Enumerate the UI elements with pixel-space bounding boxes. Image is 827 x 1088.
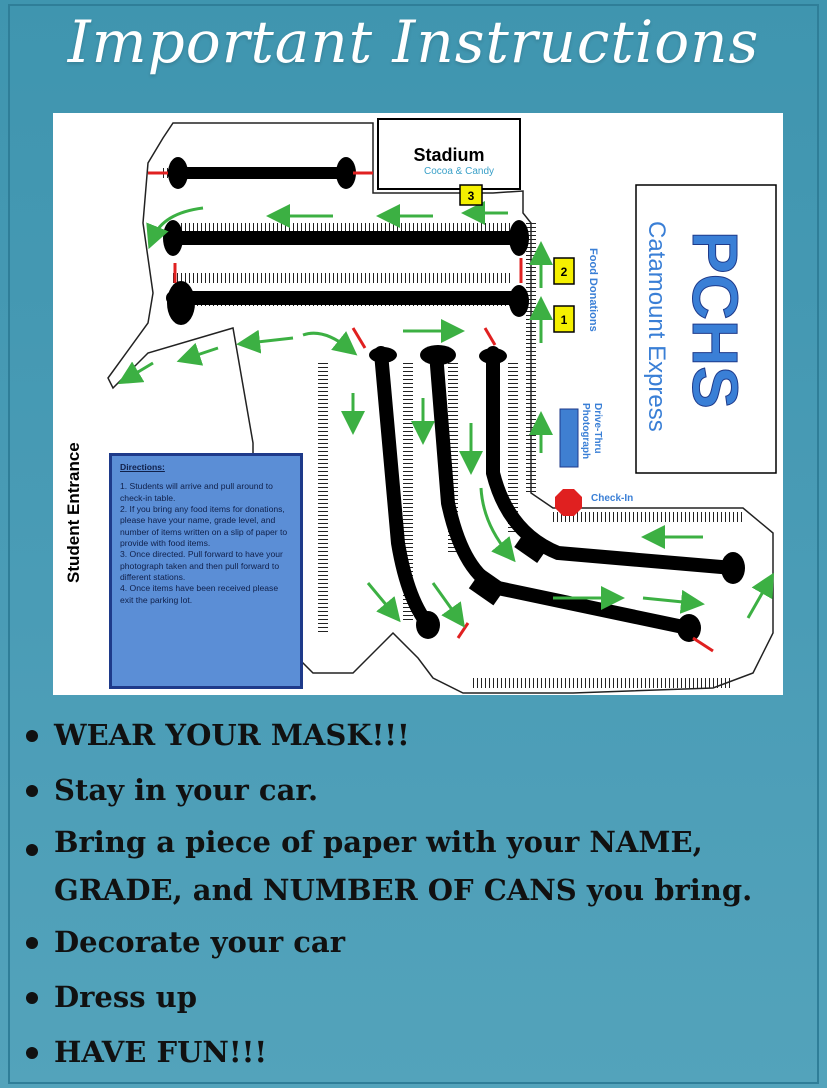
station-2-box	[553, 257, 575, 285]
student-entrance-label: Student Entrance	[64, 442, 83, 583]
lane-caps	[163, 157, 745, 642]
bullet-icon	[26, 991, 38, 1004]
list-item: Stay in your car.	[22, 763, 822, 818]
bullet-icon	[26, 936, 38, 949]
logo-sub: Catamount Express	[643, 221, 670, 432]
logo-main: PCHS	[679, 231, 751, 409]
list-item-text: Decorate your car	[54, 924, 345, 959]
station-3-label: 3	[468, 189, 475, 203]
list-item-text-continued: GRADE, and NUMBER OF CANS you bring.	[54, 872, 753, 907]
directions-step: 1. Students will arrive and pull around …	[120, 481, 273, 503]
page-title: Important Instructions	[67, 8, 760, 76]
check-in-sign	[555, 489, 582, 516]
station-3-box	[459, 184, 483, 206]
list-item-text: WEAR YOUR MASK!!!	[54, 718, 410, 752]
list-item-text: Stay in your car.	[54, 773, 319, 808]
list-item: WEAR YOUR MASK!!!	[22, 708, 822, 763]
directions-box: Directions: 1. Students will arrive and …	[109, 453, 303, 689]
logo-box	[635, 184, 777, 474]
station-1-label: 1	[561, 313, 568, 327]
directions-heading: Directions:	[120, 462, 165, 472]
bullet-icon	[26, 785, 38, 798]
parking-lot-map: Stadium Cocoa & Candy 3 2 1 Food Donatio…	[53, 113, 783, 695]
lot-outline	[107, 122, 774, 694]
bullet-icon	[26, 844, 38, 857]
list-item: Bring a piece of paper with your NAME, GR…	[22, 818, 822, 915]
instructions-list: WEAR YOUR MASK!!! Stay in your car. Brin…	[22, 708, 822, 1080]
list-item-text: Bring a piece of paper with your NAME,	[54, 825, 703, 860]
directions-step: 3. Once directed. Pull forward to have y…	[120, 549, 283, 583]
drive-thru-label: Drive-Thru	[592, 403, 603, 454]
bullet-icon	[26, 730, 38, 742]
list-item-text: Dress up	[54, 979, 197, 1014]
map-drawing: Stadium Cocoa & Candy 3 2 1 Food Donatio…	[64, 118, 777, 694]
station-1-box	[553, 305, 575, 333]
stadium-label: Stadium	[413, 145, 484, 165]
photo-booth	[559, 408, 579, 468]
stadium-sub: Cocoa & Candy	[424, 166, 494, 177]
poster-frame	[8, 4, 819, 1084]
stadium-box	[377, 118, 521, 190]
check-in-label: Check-In	[591, 493, 633, 504]
list-item: Dress up	[22, 970, 822, 1025]
traffic-arrows	[117, 201, 774, 628]
list-item: Decorate your car	[22, 915, 822, 970]
station-2-label: 2	[561, 265, 568, 279]
directions-step: 2. If you bring any food items for donat…	[120, 504, 288, 549]
list-item: HAVE FUN!!!	[22, 1025, 822, 1080]
photograph-label: Photograph	[580, 403, 591, 459]
bullet-icon	[26, 1047, 38, 1060]
directions-step: 4. Once items have been received please …	[120, 583, 279, 605]
food-donations-label: Food Donations	[587, 248, 599, 332]
list-item-text: HAVE FUN!!!	[54, 1035, 268, 1070]
